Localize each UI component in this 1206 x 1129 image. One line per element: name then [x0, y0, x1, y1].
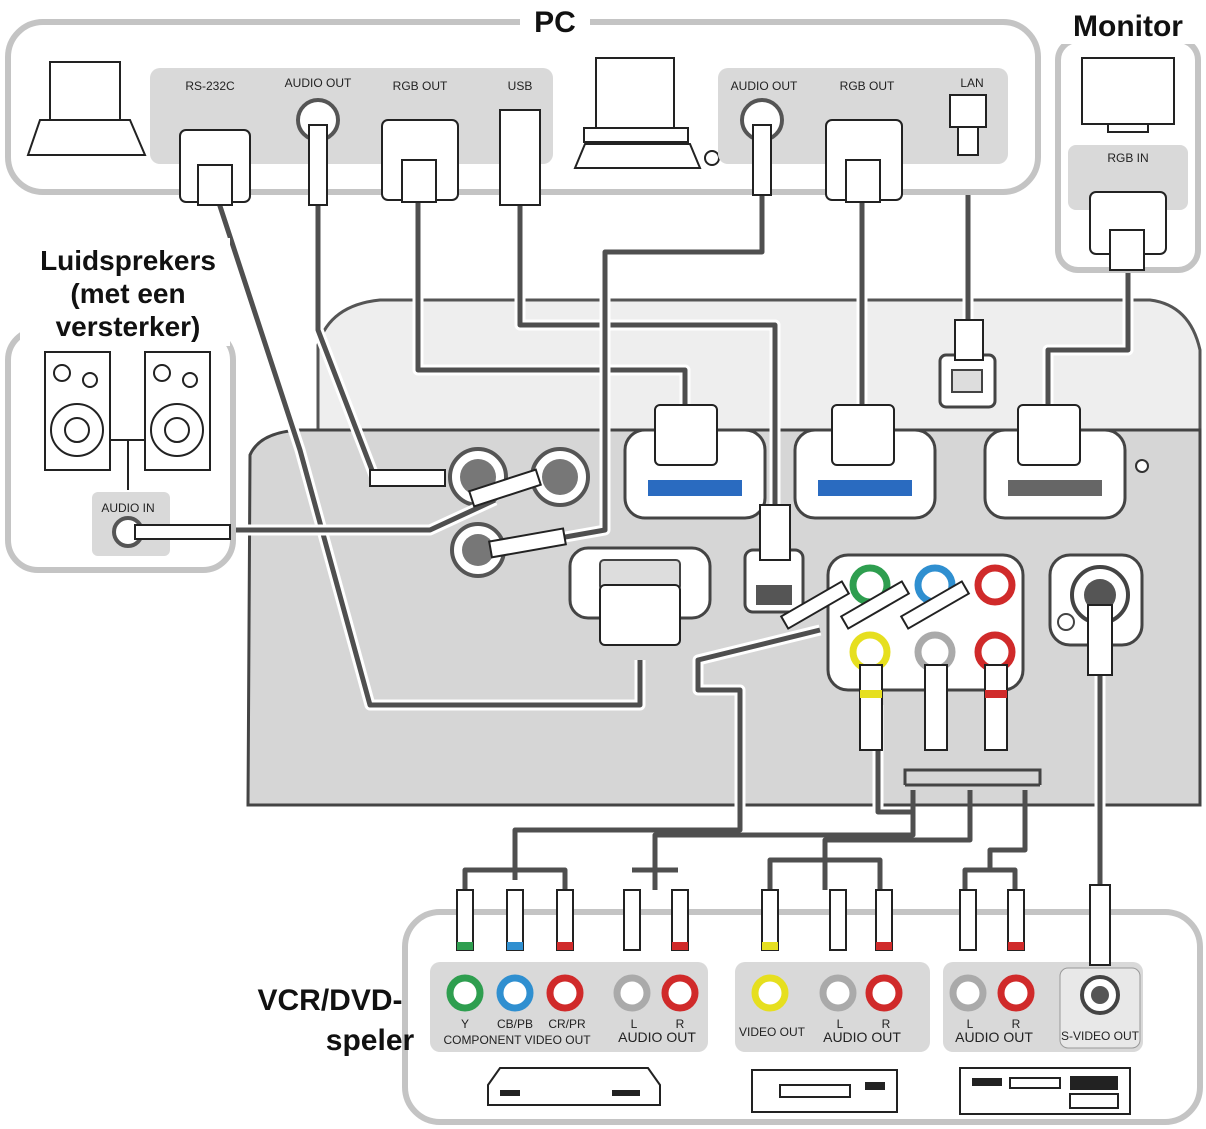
pc-port-usb-label: USB: [508, 79, 533, 93]
vcr-audio-r-3-jack[interactable]: [997, 974, 1035, 1012]
vcr-cr-label: CR/PR: [548, 1017, 586, 1031]
rs232c-connector[interactable]: [179, 129, 251, 206]
lan-connector[interactable]: [949, 94, 987, 156]
projector-side-plugs: [369, 319, 1113, 751]
vcr-l3-label: L: [967, 1017, 974, 1031]
monitor-group: Monitor RGB IN: [1055, 8, 1201, 273]
vcr-r3-label: R: [1012, 1017, 1021, 1031]
projector-component-cr-jack[interactable]: [974, 564, 1016, 606]
speaker-group: Luidsprekers (met een versterker) AUDIO …: [5, 238, 236, 573]
speaker-title-line1: Luidsprekers: [40, 245, 216, 276]
vcr-audio-out-2-label: AUDIO OUT: [823, 1029, 901, 1045]
pc-title: PC: [534, 6, 576, 39]
speaker-left-icon: [44, 351, 111, 471]
vcr-video-out-label: VIDEO OUT: [739, 1025, 806, 1039]
vcr-r1-label: R: [676, 1017, 685, 1031]
vcr-cr-jack[interactable]: [546, 974, 584, 1012]
vcr-cb-jack[interactable]: [496, 974, 534, 1012]
vcr-component-video-out-label: COMPONENT VIDEO OUT: [443, 1033, 591, 1047]
projector-rgb-in-2-port[interactable]: [793, 428, 937, 520]
rgb-out-2-connector[interactable]: [825, 119, 903, 203]
vcr-s-video-out-jack[interactable]: [1059, 967, 1141, 1049]
pc-rgb-cable-1: [415, 200, 688, 410]
vcr-y-jack[interactable]: [446, 974, 484, 1012]
pc-port-audio-out-1-label: AUDIO OUT: [285, 76, 352, 90]
vcr-y-label: Y: [461, 1017, 469, 1031]
pc-audio-cable-2: [519, 190, 765, 548]
audio-out-1-jack[interactable]: [296, 98, 340, 206]
pc-port-rs232c-label: RS-232C: [185, 79, 235, 93]
projector-lan-port[interactable]: [938, 353, 997, 409]
projector-small-hole: [1135, 459, 1149, 473]
pc-port-audio-out-2-label: AUDIO OUT: [731, 79, 798, 93]
speaker-cable: [230, 497, 497, 533]
usb-cable: [517, 200, 778, 510]
vcr-audio-l-2-jack[interactable]: [819, 974, 857, 1012]
audio-in-jack[interactable]: [112, 516, 231, 548]
vcr-video-out-jack[interactable]: [751, 974, 789, 1012]
projector-audio-in-jack-2[interactable]: [530, 447, 590, 507]
vcr-cb-label: CB/PB: [497, 1017, 533, 1031]
laptop-icon: [26, 61, 147, 156]
projector-audio-l-jack[interactable]: [914, 631, 956, 673]
rgb-in-connector[interactable]: [1089, 191, 1167, 271]
projector-usb-port[interactable]: [743, 548, 805, 614]
usb-connector[interactable]: [499, 109, 541, 206]
pc-port-lan-label: LAN: [960, 76, 983, 90]
vcr-l2-label: L: [837, 1017, 844, 1031]
vcr-s-video-out-label: S-VIDEO OUT: [1061, 1029, 1140, 1043]
dvd-player-icon: [487, 1067, 661, 1106]
pc-port-rgb-out-1-label: RGB OUT: [393, 79, 448, 93]
vcr-dvd-group: VCR/DVD- speler: [257, 884, 1203, 1125]
vcr-l1-label: L: [631, 1017, 638, 1031]
vcr-audio-out-1-label: AUDIO OUT: [618, 1029, 696, 1045]
projector-video-in-jack[interactable]: [849, 631, 891, 673]
vcr-r2-label: R: [882, 1017, 891, 1031]
vcr-icon: [751, 1069, 898, 1113]
vcr-rca-plugs: [456, 884, 1111, 966]
audio-out-2-jack[interactable]: [740, 98, 784, 196]
speaker-port-audio-in-label: AUDIO IN: [101, 501, 154, 515]
vcr-title-line1: VCR/DVD-: [257, 984, 402, 1017]
vcr-audio-out-3-label: AUDIO OUT: [955, 1029, 1033, 1045]
desktop-pc-icon: [573, 57, 720, 169]
vcr-title-line2: speler: [326, 1024, 415, 1057]
rs232c-cable: [215, 199, 643, 708]
projector-audio-r-jack[interactable]: [974, 631, 1016, 673]
rgb-out-1-connector[interactable]: [381, 119, 459, 203]
vcr-audio-l-1-jack[interactable]: [613, 974, 651, 1012]
pc-group: PC RS-232C AUDIO OUT RGB OUT USB AUDIO O…: [5, 6, 1041, 206]
monitor-icon: [1081, 57, 1175, 133]
monitor-cable: [1045, 270, 1131, 410]
speaker-title-line3: versterker): [56, 311, 201, 342]
monitor-port-rgb-in-label: RGB IN: [1107, 151, 1148, 165]
pc-port-rgb-out-2-label: RGB OUT: [840, 79, 895, 93]
component-cable: [512, 627, 821, 880]
projector-s-video-port[interactable]: [1048, 553, 1144, 647]
speaker-title-line2: (met een: [70, 278, 185, 309]
projector-rca-panel: [826, 553, 1025, 692]
monitor-title: Monitor: [1073, 10, 1183, 43]
dvd-recorder-icon: [959, 1067, 1131, 1115]
vcr-audio-r-2-jack[interactable]: [865, 974, 903, 1012]
speaker-right-icon: [144, 351, 211, 471]
vcr-audio-r-1-jack[interactable]: [661, 974, 699, 1012]
projector-body: [246, 298, 1202, 807]
vcr-audio-l-3-jack[interactable]: [949, 974, 987, 1012]
